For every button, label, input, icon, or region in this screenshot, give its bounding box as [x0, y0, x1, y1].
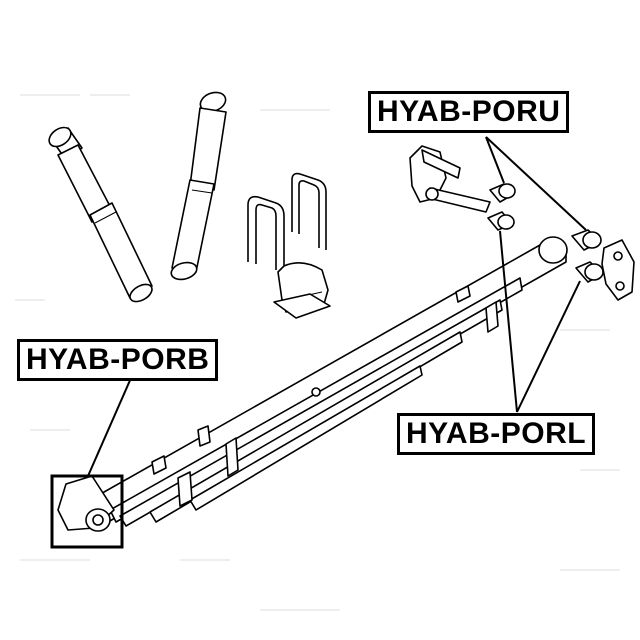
- leaf-spring: [57, 236, 568, 532]
- bushing-highlight-box: [50, 474, 124, 549]
- shackle-plate: [601, 239, 635, 301]
- shock-absorber-left: [48, 126, 153, 303]
- faded-background-marks: [15, 94, 620, 611]
- bump-stop: [273, 262, 331, 319]
- u-bolts: [247, 172, 327, 272]
- spring-hanger-bracket: [409, 145, 491, 213]
- upper-bushings: [487, 183, 604, 283]
- label-upper-part: HYAB-PORU: [368, 91, 570, 133]
- label-bushing-part: HYAB-PORB: [17, 339, 219, 381]
- leader-lines: [87, 136, 587, 477]
- label-lower-part: HYAB-PORL: [397, 413, 596, 455]
- shock-absorber-right: [170, 91, 227, 281]
